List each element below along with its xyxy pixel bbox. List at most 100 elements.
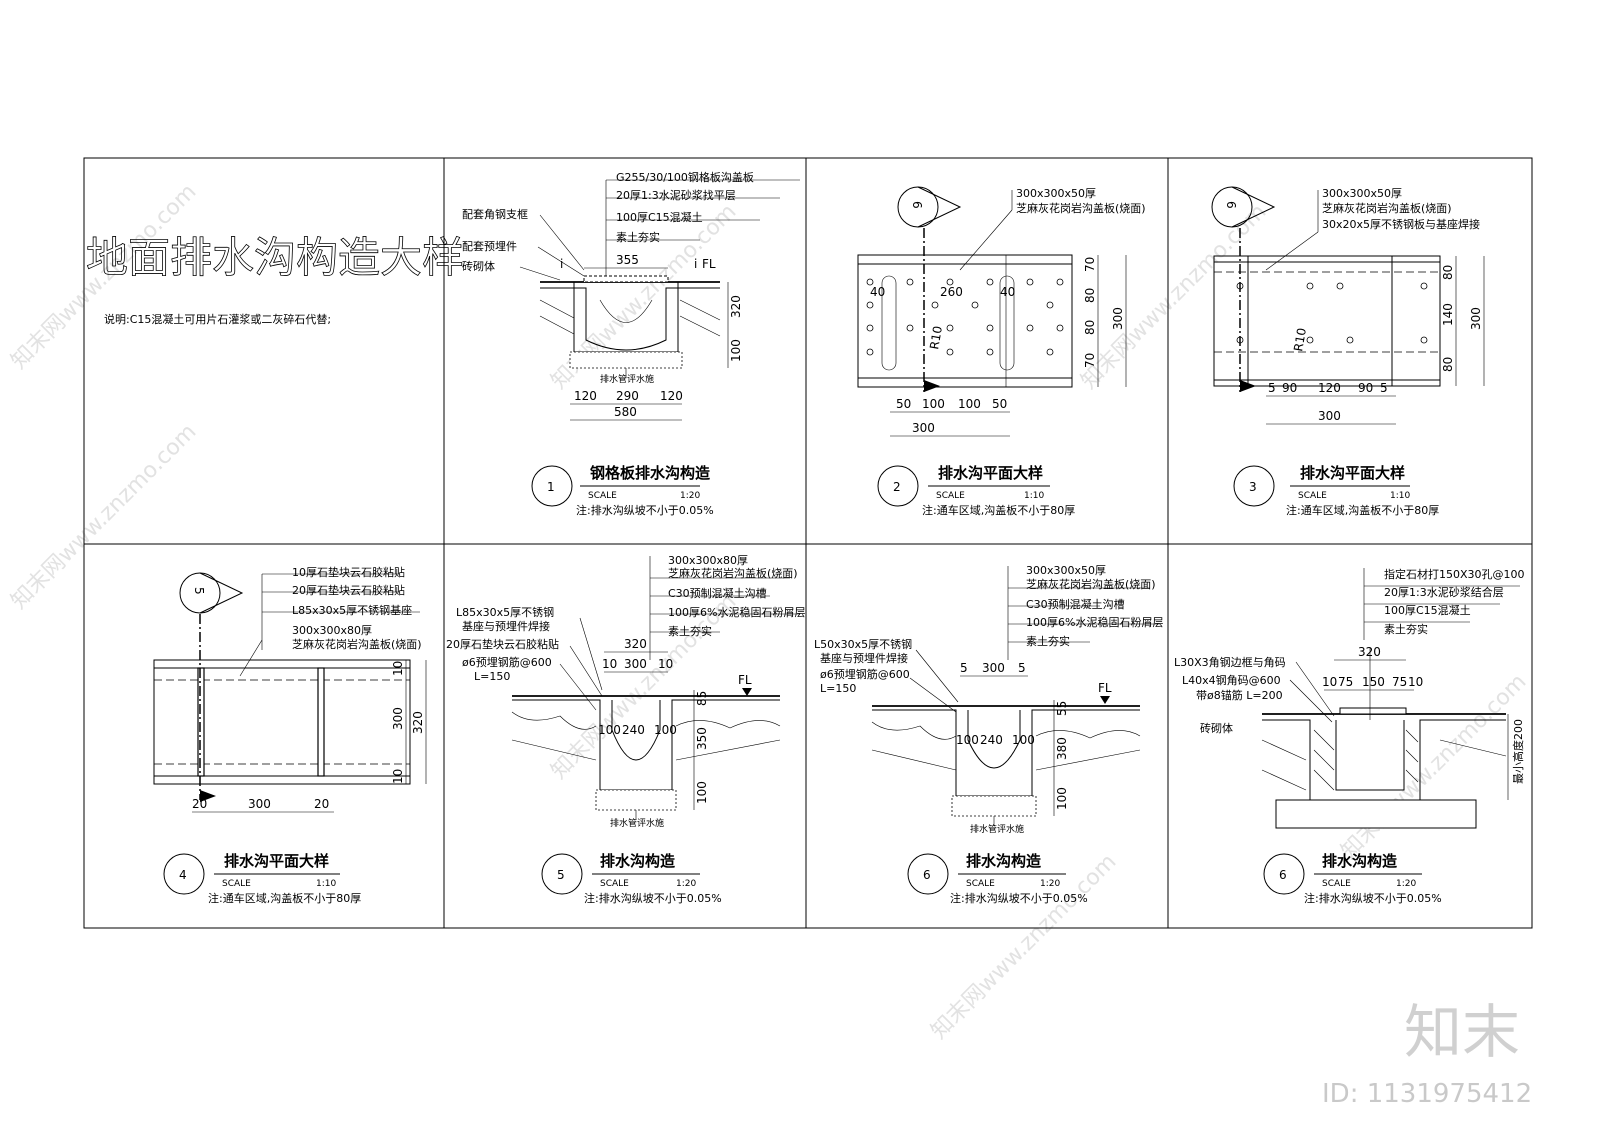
left-label: L30X3角钢边框与角码 bbox=[1174, 656, 1286, 669]
dim-text: 150 bbox=[1362, 675, 1385, 689]
callout-text: 300x300x50厚 bbox=[1016, 187, 1096, 200]
detail-panel-5: 300x300x80厚 芝麻灰花岗岩沟盖板(烧面) C30预制混凝土沟槽 100… bbox=[446, 554, 805, 905]
dim-text: 355 bbox=[616, 253, 639, 267]
dim-text: 50 bbox=[992, 397, 1007, 411]
callout-text: 素土夯实 bbox=[1026, 634, 1070, 648]
detail-panel-1: G255/30/100钢格板沟盖板 20厚1:3水泥砂浆找平层 100厚C15混… bbox=[462, 170, 800, 517]
sheet-frame bbox=[83, 157, 1533, 929]
callout-text: C30预制混凝土沟槽 bbox=[668, 586, 767, 600]
left-label: 配套预埋件 bbox=[462, 240, 517, 253]
dim-text: 320 bbox=[1358, 645, 1381, 659]
detail-note: 注:排水沟纵坡不小于0.05% bbox=[950, 891, 1088, 905]
dim-text: 120 bbox=[1318, 381, 1341, 395]
left-label: 砖砌体 bbox=[1200, 721, 1233, 735]
callout-text: 20厚1:3水泥砂浆结合层 bbox=[1384, 585, 1504, 599]
callout-text: 指定石材打150X30孔@100 bbox=[1384, 567, 1525, 581]
callout-text: L85x30x5厚不锈钢基座 bbox=[292, 603, 412, 617]
detail-number: 3 bbox=[1249, 480, 1257, 494]
callout-text: 芝麻灰花岗岩沟盖板(烧面) bbox=[1026, 577, 1156, 591]
detail-note: 注:排水沟纵坡不小于0.05% bbox=[584, 891, 722, 905]
detail-note: 注:通车区域,沟盖板不小于80厚 bbox=[1286, 503, 1439, 517]
dim-text: 100 bbox=[695, 781, 709, 804]
scale-label: SCALE bbox=[222, 879, 251, 889]
dim-text: FL bbox=[738, 673, 752, 687]
left-label: 带ø8锚筋 L=200 bbox=[1196, 688, 1283, 702]
dim-text: 10 bbox=[391, 769, 405, 784]
scale-value: 1:10 bbox=[1024, 491, 1044, 501]
dim-text: 100 bbox=[922, 397, 945, 411]
detail-title: 排水沟平面大样 bbox=[224, 852, 329, 870]
detail-number: 6 bbox=[923, 868, 931, 882]
dim-text: 5 bbox=[1268, 381, 1276, 395]
detail-number: 4 bbox=[179, 868, 187, 882]
detail-panel-4: 5 10厚石垫块云石胶粘贴 20厚石垫块云石胶粘贴 L85x30x5厚不锈钢基座… bbox=[153, 565, 427, 905]
callout-text: 素土夯实 bbox=[1384, 622, 1428, 636]
left-label: 砖砌体 bbox=[462, 259, 495, 273]
dim-text: 55 bbox=[1055, 701, 1069, 716]
dim-text: 10 bbox=[1408, 675, 1423, 689]
left-label: 基座与预埋件焊接 bbox=[820, 651, 908, 665]
detail-number: 5 bbox=[557, 868, 565, 882]
dim-text: 300 bbox=[982, 661, 1005, 675]
sheet-title: 地面排水沟构造大样 bbox=[86, 233, 464, 282]
detail-note: 注:通车区域,沟盖板不小于80厚 bbox=[208, 891, 361, 905]
detail-title: 排水沟构造 bbox=[600, 852, 675, 870]
dim-text: 320 bbox=[624, 637, 647, 651]
scale-value: 1:20 bbox=[680, 491, 700, 501]
dim-text: 300 bbox=[1318, 409, 1341, 423]
callout-text: 100厚6%水泥稳固石粉屑层 bbox=[1026, 615, 1163, 629]
dim-text: 80 bbox=[1441, 265, 1455, 280]
detail-number: 6 bbox=[1279, 868, 1287, 882]
pipe-label: 排水管评水施 bbox=[970, 823, 1024, 835]
detail-title: 排水沟平面大样 bbox=[938, 464, 1043, 482]
dim-text: 70 bbox=[1083, 257, 1097, 272]
callout-text: 10厚石垫块云石胶粘贴 bbox=[292, 565, 405, 579]
dim-text: 75 bbox=[1392, 675, 1407, 689]
callout-text: 20厚石垫块云石胶粘贴 bbox=[292, 583, 405, 597]
dim-text: 290 bbox=[616, 389, 639, 403]
callout-text: 芝麻灰花岗岩沟盖板(烧面) bbox=[668, 566, 798, 580]
detail-panel-2: 6 300x300x50厚 芝麻灰花岗岩沟盖板(烧面) 40 260 40 R1… bbox=[857, 186, 1146, 517]
dim-text: 100 bbox=[958, 397, 981, 411]
detail-note: 注:排水沟纵坡不小于0.05% bbox=[1304, 891, 1442, 905]
detail-title: 钢格板排水沟构造 bbox=[590, 464, 710, 482]
dim-text: 100 bbox=[654, 723, 677, 737]
dim-text: 350 bbox=[695, 727, 709, 750]
detail-number-circle bbox=[1263, 853, 1305, 895]
dim-text: 300 bbox=[391, 707, 405, 730]
dim-text: 120 bbox=[574, 389, 597, 403]
dim-text: FL bbox=[702, 257, 716, 271]
dim-text: 5 bbox=[1380, 381, 1388, 395]
dim-text: 90 bbox=[1358, 381, 1373, 395]
detail-number-circle bbox=[163, 853, 205, 895]
callout-text: 100厚C15混凝土 bbox=[1384, 603, 1471, 617]
left-label: L=150 bbox=[474, 670, 510, 683]
dim-text: i bbox=[560, 257, 563, 271]
detail-number-circle bbox=[541, 853, 583, 895]
scale-value: 1:10 bbox=[316, 879, 336, 889]
detail-note: 注:通车区域,沟盖板不小于80厚 bbox=[922, 503, 1075, 517]
detail-note: 注:排水沟纵坡不小于0.05% bbox=[576, 503, 714, 517]
detail-number: 2 bbox=[893, 480, 901, 494]
branding: 知末 ID: 1131975412 bbox=[1322, 998, 1532, 1109]
dim-text: 300 bbox=[248, 797, 271, 811]
dim-text: 80 bbox=[1083, 320, 1097, 335]
dim-text: 320 bbox=[729, 295, 743, 318]
scale-label: SCALE bbox=[1322, 879, 1351, 889]
dim-text: 140 bbox=[1441, 303, 1455, 326]
dim-text: 10 bbox=[1322, 675, 1337, 689]
callout-text: 20厚1:3水泥砂浆找平层 bbox=[616, 188, 736, 202]
pipe-label: 排水管评水施 bbox=[600, 373, 654, 385]
scale-value: 1:20 bbox=[1396, 879, 1416, 889]
dim-text: 580 bbox=[614, 405, 637, 419]
dim-text: 300 bbox=[1469, 307, 1483, 330]
dim-text: 240 bbox=[622, 723, 645, 737]
callout-text: 芝麻灰花岗岩沟盖板(烧面) bbox=[1322, 201, 1452, 215]
dim-text: 5 bbox=[1018, 661, 1026, 675]
left-label: ø6预埋钢筋@600 bbox=[820, 667, 910, 681]
detail-panel-7: 指定石材打150X30孔@100 20厚1:3水泥砂浆结合层 100厚C15混凝… bbox=[1174, 567, 1525, 905]
scale-value: 1:10 bbox=[1390, 491, 1410, 501]
scale-value: 1:20 bbox=[676, 879, 696, 889]
callout-text: 100厚C15混凝土 bbox=[616, 210, 703, 224]
